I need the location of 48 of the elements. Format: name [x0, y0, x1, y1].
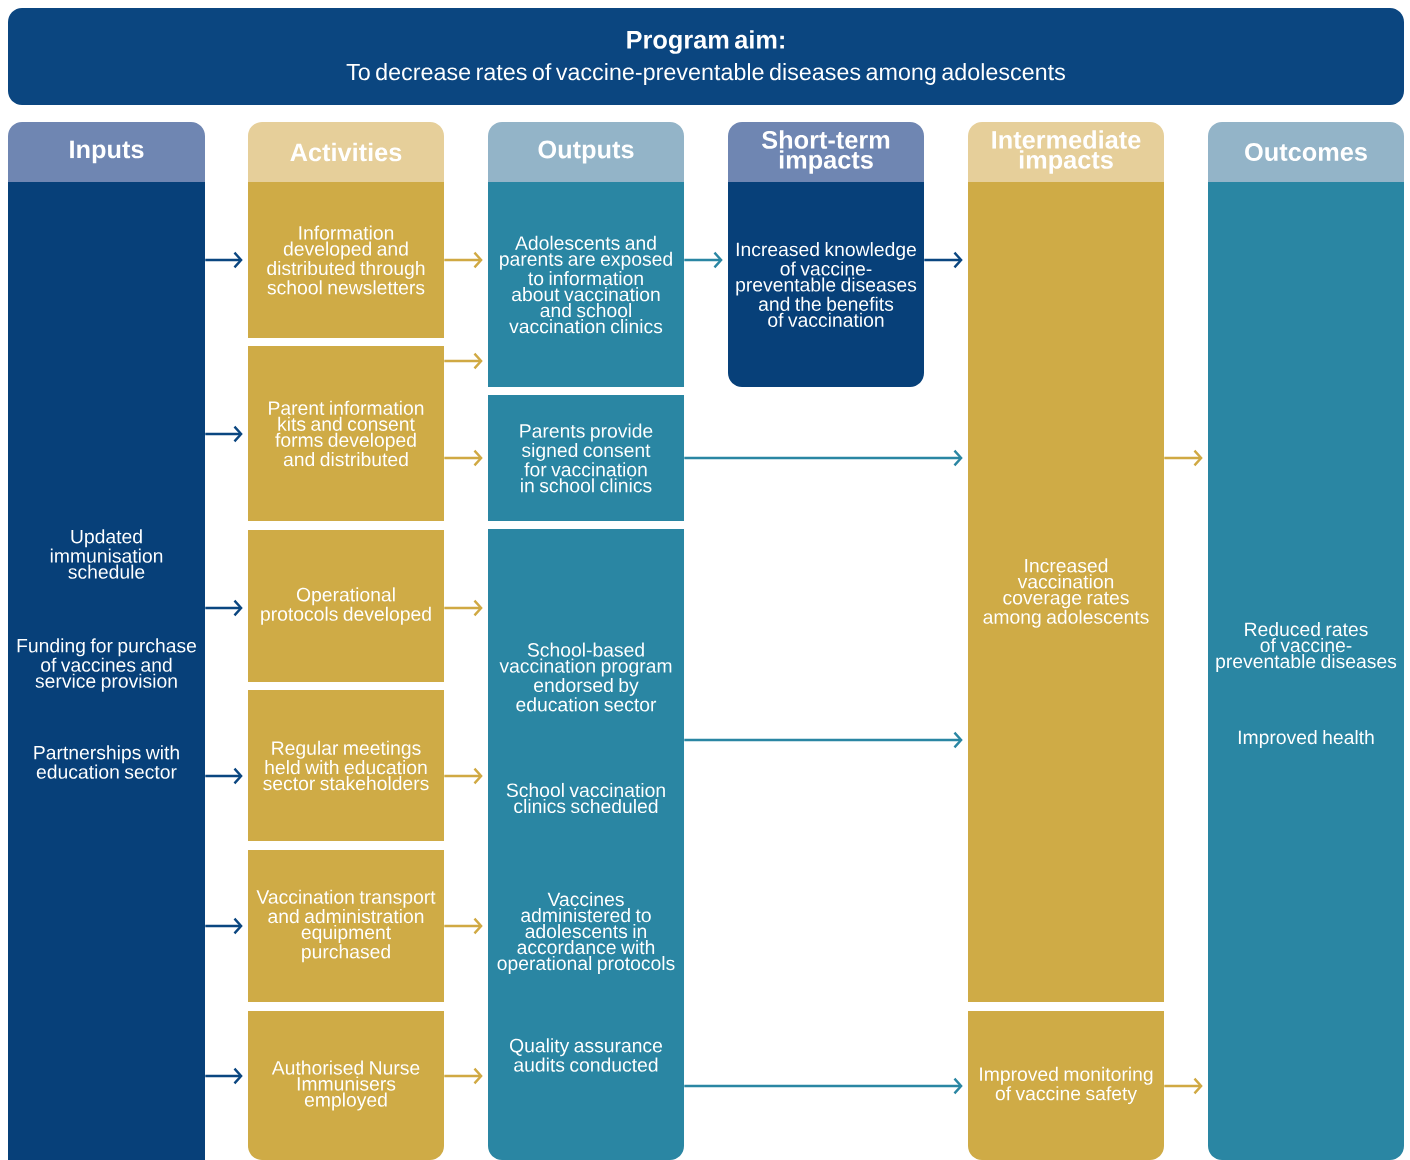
impact-box: Increased vaccination coverage rates among adolescents	[968, 182, 1164, 1002]
impact-box: Increased knowledge of vaccine-preventable diseases and the benefits of vaccination	[728, 182, 924, 387]
arrow	[444, 1067, 483, 1085]
column-header: Short-term impacts	[728, 122, 924, 182]
column-header: Activities	[248, 122, 444, 182]
arrow	[684, 1077, 963, 1095]
activity-box: Parent information kits and consent forms developed and distributed	[248, 346, 444, 521]
arrow	[1164, 449, 1203, 467]
arrow	[924, 251, 963, 269]
column-header: Intermediate impacts	[968, 122, 1164, 182]
output-box: Parents provide signed consent for vaccination in school clinics	[488, 395, 684, 521]
activity-box: Vaccination transport and administration equipment purchased	[248, 850, 444, 1002]
arrow	[684, 251, 723, 269]
arrow	[444, 767, 483, 785]
arrow	[444, 352, 483, 370]
arrow	[1164, 1077, 1203, 1095]
arrow	[205, 599, 243, 617]
body-text: Improved health	[1238, 730, 1374, 748]
body-text: Funding for purchase of vaccines and service provision	[17, 638, 197, 692]
body-text: School vaccination clinics scheduled	[506, 782, 665, 814]
column-header: Inputs	[8, 122, 205, 182]
output-box: Adolescents and parents are exposed to information about vaccination and school vaccination clinics	[488, 182, 684, 387]
column-header: Outputs	[488, 122, 684, 182]
column-header: Outcomes	[1208, 122, 1404, 182]
arrow	[444, 251, 483, 269]
impact-box: Improved monitoring of vaccine safety	[968, 1011, 1164, 1160]
activity-box: Regular meetings held with education sector stakeholders	[248, 690, 444, 841]
aim-text: To decrease rates of vaccine-preventable diseases among adolescents	[346, 63, 1065, 85]
body-text: Quality assurance audits conducted	[510, 1038, 662, 1072]
body-text: Partnerships with education sector	[34, 745, 179, 779]
arrow	[205, 251, 243, 269]
arrow	[205, 425, 243, 443]
activity-box: Operational protocols developed	[248, 530, 444, 682]
arrow	[205, 917, 243, 935]
body-text: Reduced rates of vaccine-preventable diseases	[1216, 622, 1397, 672]
activity-box: Information developed and distributed through school newsletters	[248, 182, 444, 338]
arrow	[205, 1067, 243, 1085]
arrow	[205, 767, 243, 785]
body-text: School-based vaccination program endorsed by education sector	[499, 642, 672, 712]
arrow	[684, 731, 963, 749]
body-text: Vaccines administered to adolescents in accordance with operational protocols	[497, 892, 675, 974]
body-text: Updated immunisation schedule	[50, 529, 163, 579]
arrow	[684, 449, 963, 467]
activity-box: Authorised Nurse Immunisers employed	[248, 1011, 444, 1160]
aim-heading: Program aim:	[627, 30, 784, 54]
arrow	[444, 449, 483, 467]
arrow	[444, 599, 483, 617]
arrow	[444, 917, 483, 935]
